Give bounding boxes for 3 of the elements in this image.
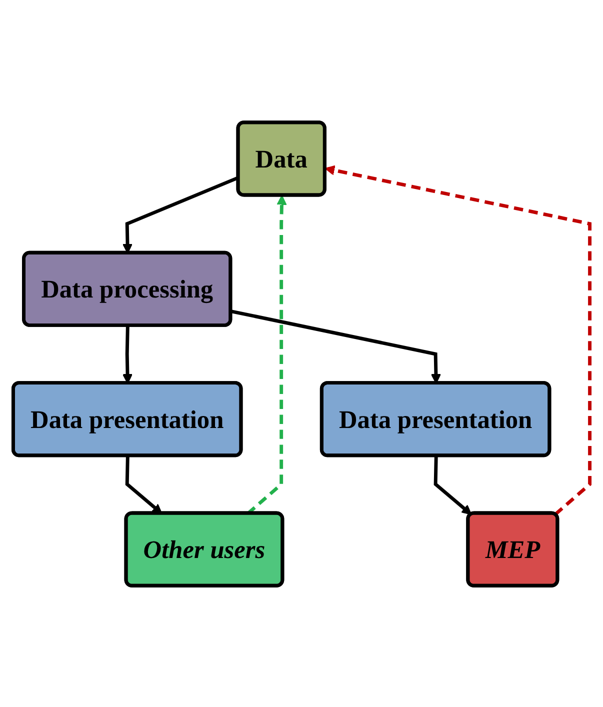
arrow — [434, 455, 472, 514]
arrow — [324, 164, 592, 516]
arrow — [246, 194, 287, 514]
